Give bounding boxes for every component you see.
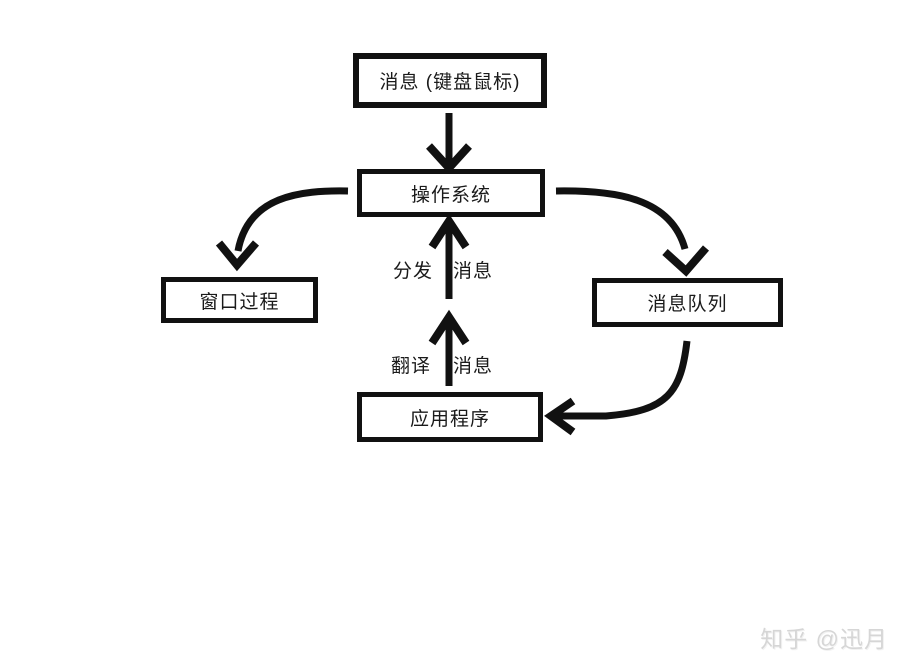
edge-label-translate-verb: 翻译 (391, 356, 432, 377)
arrow-os-to-window-head-icon (215, 240, 260, 272)
node-application-label: 应用程序 (409, 408, 490, 430)
node-window-procedure: 窗口过程 (161, 277, 318, 323)
node-message-queue: 消息队列 (592, 278, 783, 327)
arrow-input-to-os-head-icon (426, 143, 472, 174)
edge-label-dispatch-verb: 分发 (393, 261, 434, 282)
arrow-queue-to-app-head-icon (544, 397, 576, 436)
node-operating-system: 操作系统 (357, 169, 545, 217)
node-window-procedure-label: 窗口过程 (199, 291, 280, 313)
edge-label-dispatch-noun: 消息 (453, 261, 494, 282)
zhihu-watermark: 知乎 @迅月 (760, 626, 888, 652)
arrow-os-to-queue (555, 187, 689, 251)
node-operating-system-label: 操作系统 (410, 184, 491, 206)
arrow-os-to-queue-head-icon (662, 245, 710, 277)
node-message-input-label: 消息 (键盘鼠标) (379, 72, 521, 93)
node-application: 应用程序 (357, 392, 543, 442)
arrow-queue-to-app (558, 340, 691, 420)
node-message-input: 消息 (键盘鼠标) (353, 53, 547, 108)
arrow-app-translate-head-icon (428, 309, 470, 346)
arrow-os-to-window (234, 187, 349, 252)
node-message-queue-label: 消息队列 (647, 294, 728, 315)
edge-label-translate-noun: 消息 (453, 356, 494, 377)
arrow-dispatch-to-os-head-icon (428, 213, 470, 250)
